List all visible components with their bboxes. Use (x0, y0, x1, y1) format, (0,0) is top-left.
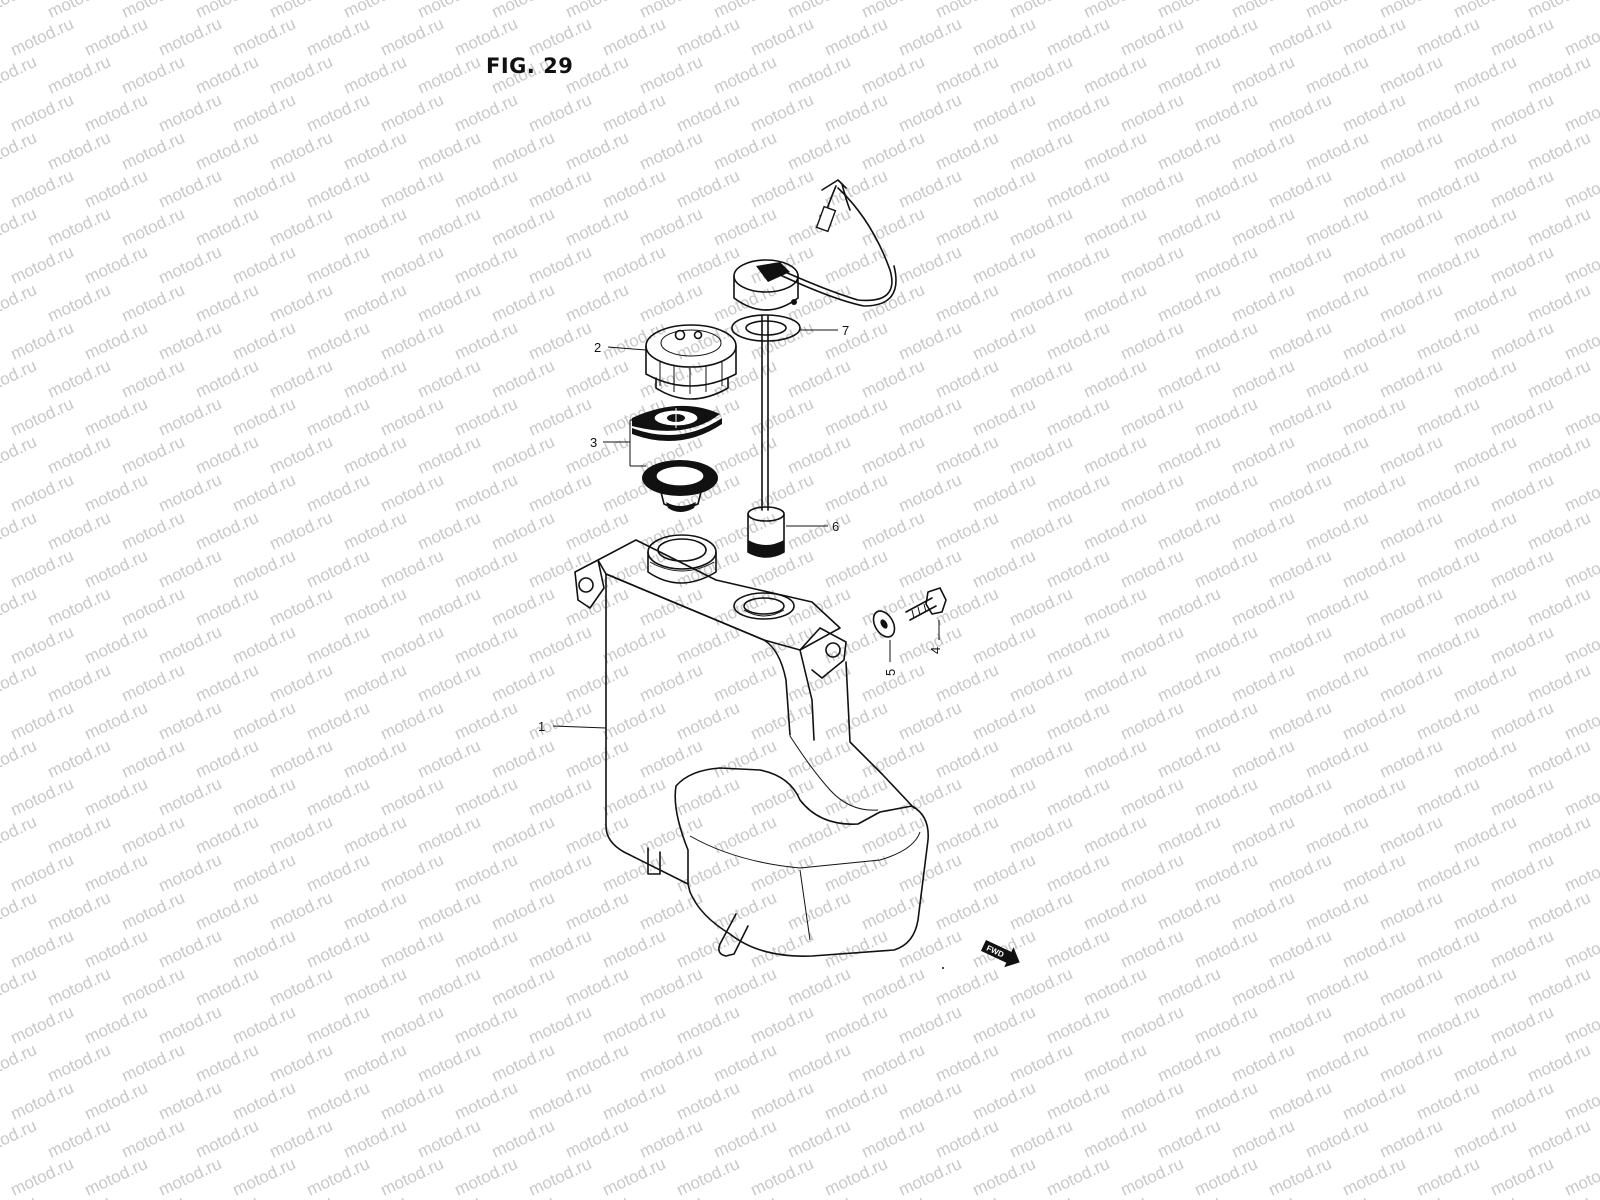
fuel-tank-body[interactable] (574, 534, 929, 957)
callout-3: 3 (590, 435, 597, 450)
callout-7: 7 (842, 323, 849, 338)
sender-gasket[interactable] (731, 314, 801, 342)
callout-6: 6 (832, 519, 839, 534)
callout-1: 1 (538, 719, 545, 734)
fuel-level-sender[interactable] (733, 179, 897, 558)
fwd-direction-badge: FWD (980, 940, 1020, 968)
leader-lines (552, 329, 940, 729)
washer[interactable] (869, 607, 899, 640)
cap-gasket-set[interactable] (632, 405, 722, 512)
callout-4: 4 (928, 647, 943, 654)
callout-5: 5 (883, 669, 898, 676)
callout-2: 2 (594, 340, 601, 355)
mounting-bolt[interactable] (905, 587, 947, 621)
fuel-cap[interactable] (645, 324, 737, 400)
